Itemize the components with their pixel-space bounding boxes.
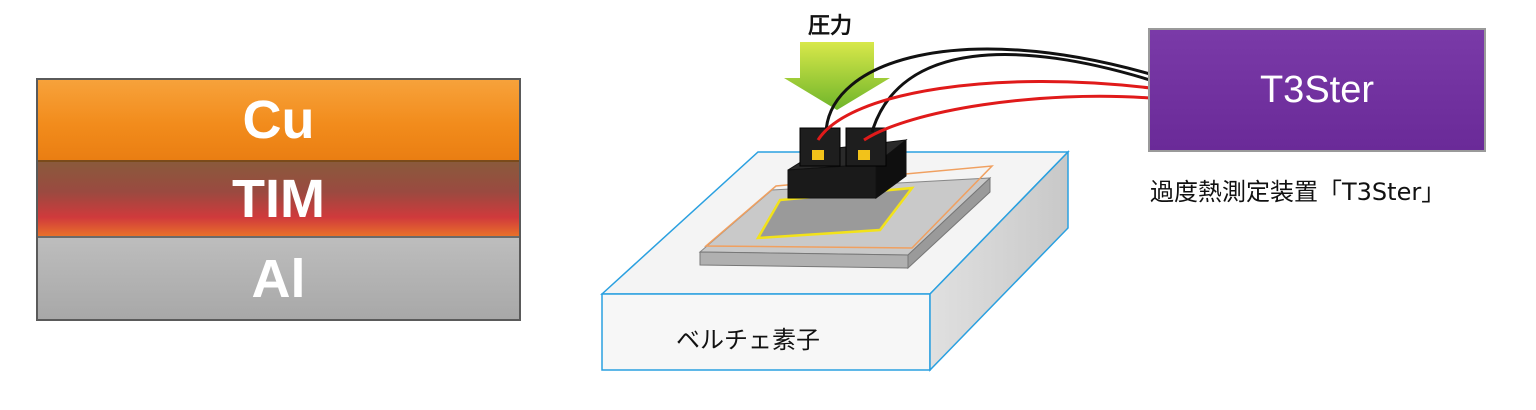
cable-red-1 (816, 80, 1151, 141)
layer-tim-label: TIM (232, 169, 325, 229)
t3ster-device-label: T3Ster (1259, 68, 1375, 111)
al-plate-side (907, 176, 991, 270)
layer-al-label: Al (251, 248, 306, 309)
t3ster-caption: 過度熱測定装置「T3Ster」 (1150, 178, 1446, 206)
peltier-side-face (929, 150, 1069, 372)
t3ster-device: T3Ster (1148, 28, 1486, 152)
sensor-block-front (787, 163, 877, 199)
copper-outline (703, 165, 994, 249)
sensor-block-side (875, 138, 907, 199)
layer-stack: Cu TIM Al (36, 78, 521, 321)
sensor-tab-left (799, 127, 841, 167)
tim-sample (755, 186, 915, 240)
sensor-pad-right (858, 150, 870, 160)
cables (816, 47, 1151, 142)
cable-red-2 (863, 94, 1151, 142)
pressure-label: 圧力 (808, 14, 853, 39)
pressure-arrow (784, 42, 890, 110)
al-plate-front (699, 251, 909, 269)
cable-black-1 (824, 47, 1151, 133)
layer-cu: Cu (38, 80, 519, 162)
peltier-label: ベルチェ素子 (676, 326, 820, 354)
layer-cu-label: Cu (242, 90, 315, 150)
sensor-block (787, 127, 908, 199)
layer-al: Al (38, 238, 519, 319)
layer-tim: TIM (38, 162, 519, 238)
sensor-pad-left (812, 150, 824, 160)
sensor-tab-right (845, 127, 887, 167)
